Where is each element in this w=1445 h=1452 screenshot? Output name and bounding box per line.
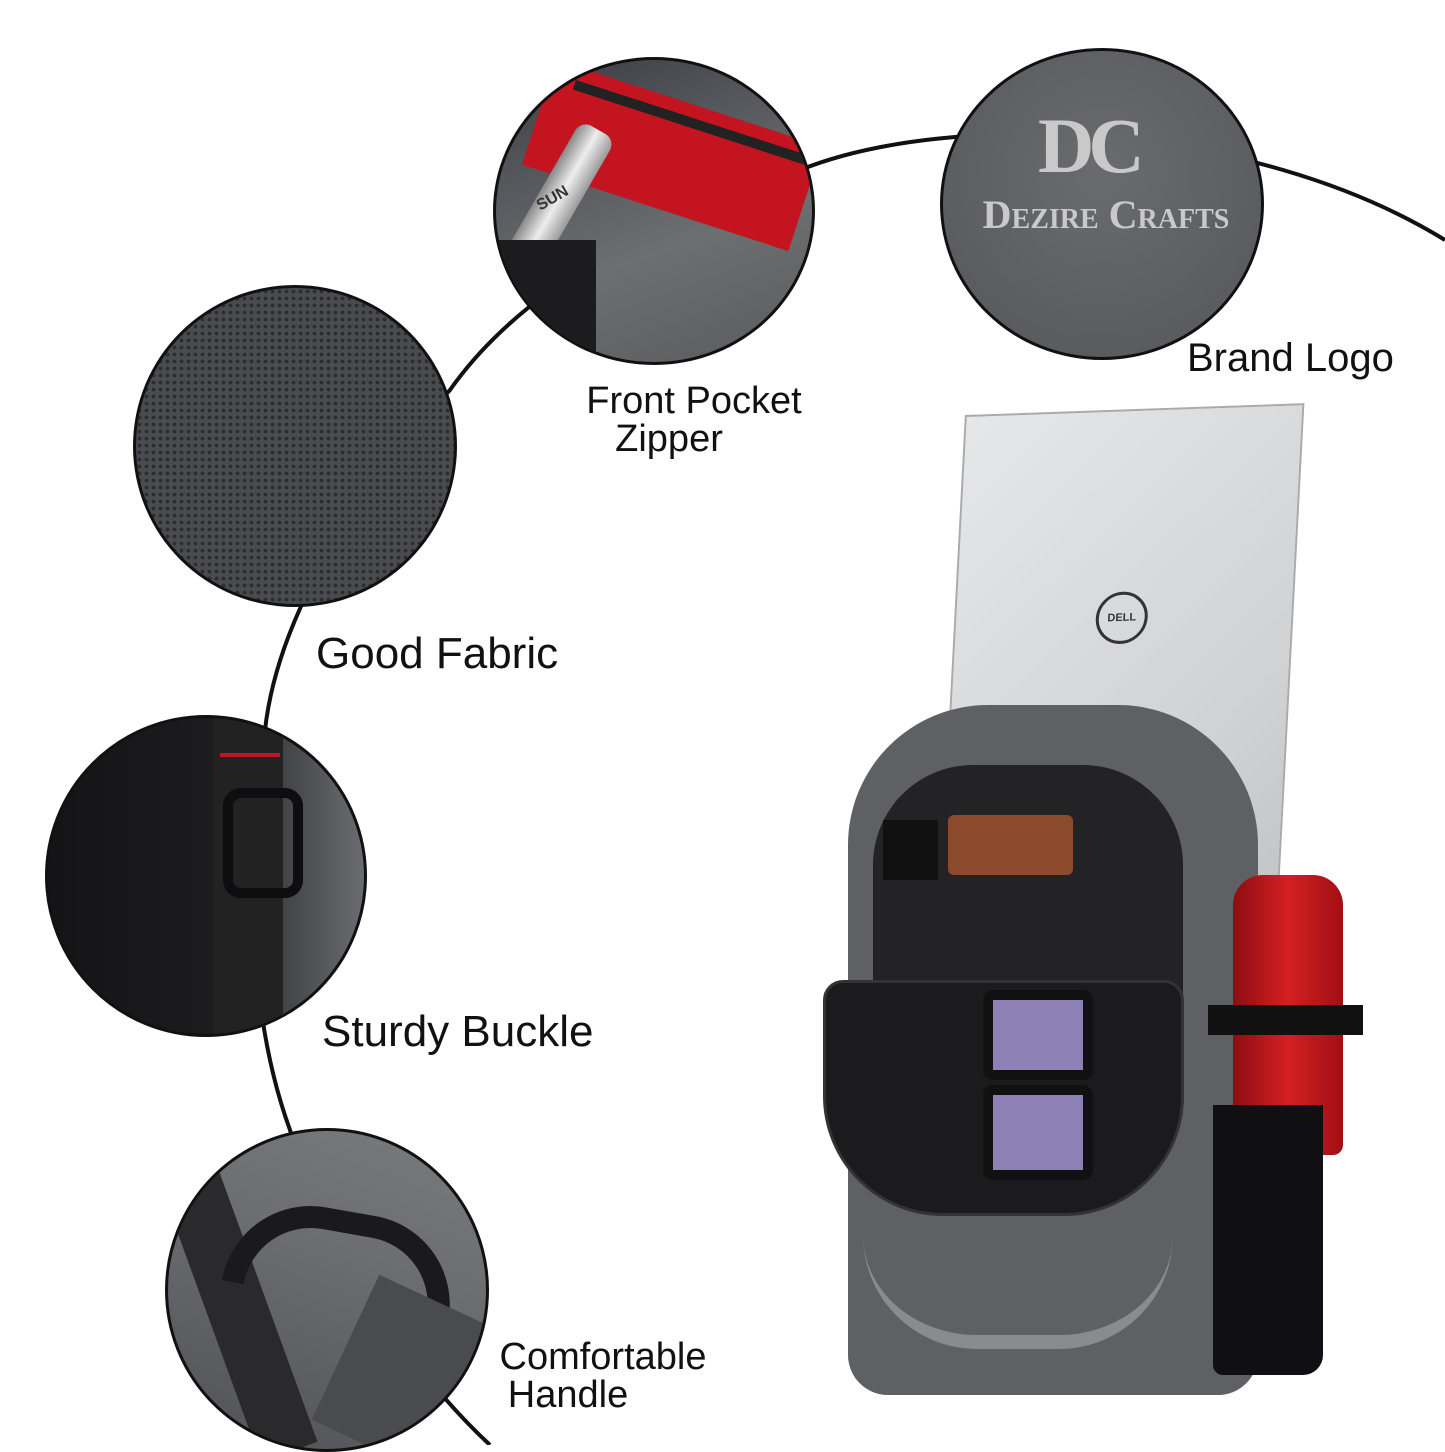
brand-logo-text: Dezire Crafts (982, 192, 1230, 237)
handle-label-line2: Handle (507, 1374, 629, 1416)
fabric-label: Good Fabric (316, 629, 559, 678)
brand-logo-detail-image: DC Dezire Crafts (940, 48, 1264, 360)
zipper-label: Front Pocket Zipper (568, 382, 820, 458)
zipper-label-line1: Front Pocket (586, 380, 802, 422)
buckle-detail-image (45, 715, 367, 1037)
handle-label: Comfortable Handle (488, 1338, 718, 1414)
zipper-detail-image: SUN (493, 57, 815, 365)
handle-label-line1: Comfortable (499, 1336, 707, 1378)
backpack-image (823, 705, 1363, 1395)
brand-logo-label: Brand Logo (1187, 336, 1394, 380)
buckle-label: Sturdy Buckle (322, 1007, 594, 1056)
brand-logo-monogram: DC (1038, 102, 1145, 189)
handle-detail-image (165, 1128, 489, 1452)
zipper-label-line2: Zipper (615, 418, 723, 460)
fabric-detail-image (133, 285, 457, 607)
laptop-brand-text: DELL (1107, 611, 1137, 625)
laptop-logo: DELL (1094, 590, 1150, 645)
